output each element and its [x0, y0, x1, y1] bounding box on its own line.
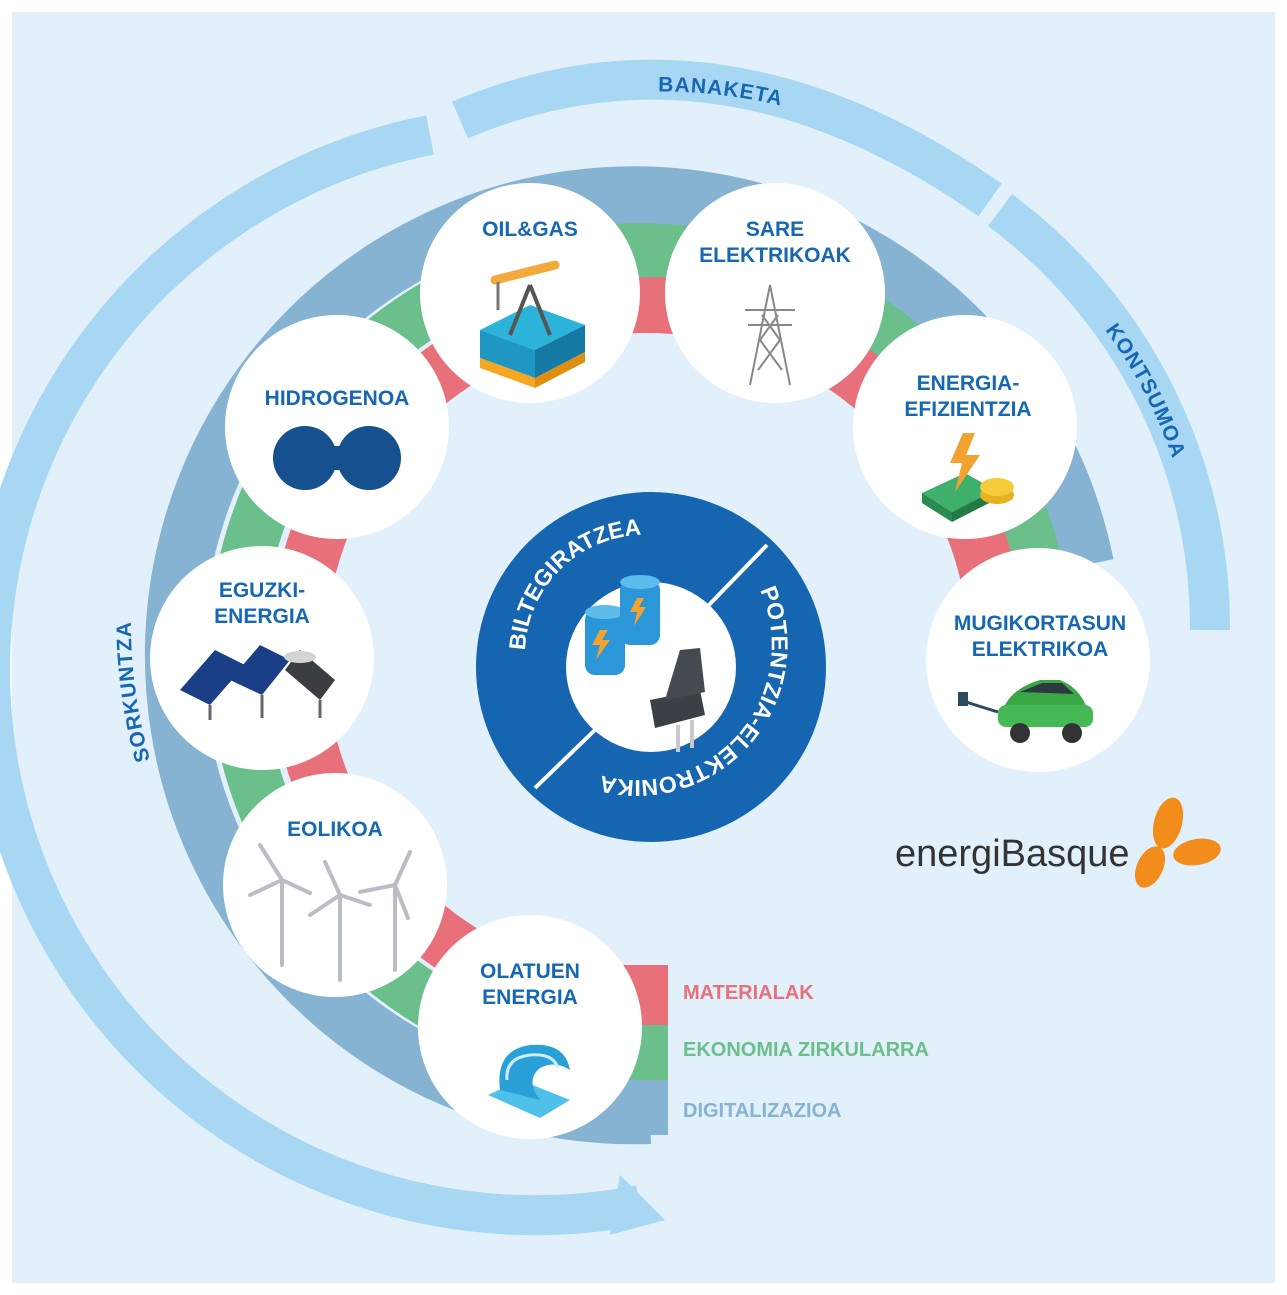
arc-banaketa: [452, 59, 1002, 217]
power-tower-icon: [745, 284, 795, 386]
node-efizientzia-circle: [853, 315, 1077, 539]
node-hidrogenoa-circle: [225, 315, 449, 539]
legend-label-materialak: MATERIALAK: [683, 982, 814, 1004]
outer-arcs: [0, 59, 1231, 1236]
battery-icon: [585, 575, 660, 675]
node-oil-gas-label: OIL&GAS: [482, 218, 578, 241]
node-hidrogenoa-label: HIDROGENOA: [265, 387, 410, 410]
node-mugikortasun-circle: [926, 548, 1150, 772]
logo-text: energiBasque: [895, 833, 1130, 875]
lightning-coins-icon: [922, 433, 1014, 522]
node-efizientzia-label: ENERGIA-EFIZIENTZIA: [904, 372, 1031, 421]
node-eguzki-label: EGUZKI-ENERGIA: [214, 579, 310, 628]
node-sare-circle: [665, 183, 885, 403]
wind-turbines-icon: [248, 843, 412, 982]
wave-icon: [488, 1044, 570, 1118]
petals-logo-icon: [1134, 797, 1221, 888]
node-eolikoa-label: EOLIKOA: [287, 818, 383, 841]
hydrogen-molecule-icon: [273, 426, 401, 490]
oil-pump-icon: [480, 260, 585, 388]
electric-car-icon: [958, 680, 1093, 743]
node-olatuen-circle: [418, 915, 642, 1139]
legend-label-ekonomia: EKONOMIA ZIRKULARRA: [683, 1039, 929, 1061]
legend-label-digitalizazioa: DIGITALIZAZIOA: [683, 1100, 842, 1122]
arc-sorkuntza: [0, 115, 644, 1236]
power-module-icon: [650, 648, 705, 752]
arc-sorkuntza-arrowhead: [610, 1175, 665, 1235]
solar-panels-icon: [180, 645, 335, 720]
arc-kontsumoa: [988, 193, 1231, 631]
